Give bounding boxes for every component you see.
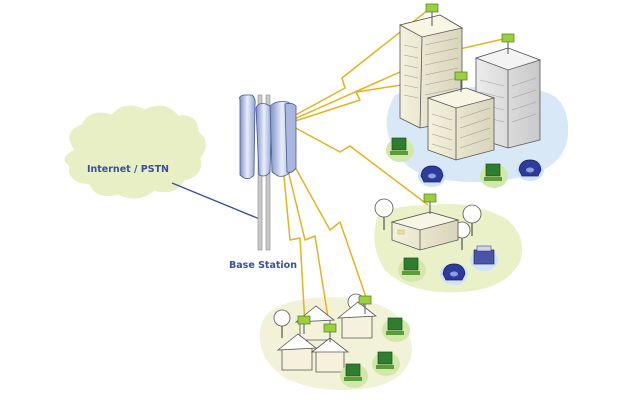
suburban-office (374, 193, 498, 285)
house-icon (276, 333, 318, 371)
house-icon (310, 337, 350, 373)
building-icon (390, 211, 460, 251)
residential-area (273, 293, 410, 388)
base-station: Base Station (229, 94, 297, 271)
link-to-house-2 (284, 157, 331, 331)
desktop-computer-icon (480, 163, 508, 188)
tree-icon (462, 204, 482, 236)
building-icon (426, 87, 496, 161)
desktop-computer-icon (398, 257, 426, 282)
tree-icon (374, 198, 394, 230)
base-station-label: Base Station (229, 260, 297, 271)
link-to-suburban-office (291, 125, 429, 206)
tree-icon (273, 309, 291, 338)
link-to-house-3 (289, 157, 368, 301)
desktop-computer-icon (372, 351, 400, 376)
printer-icon (470, 245, 498, 271)
subscriber-antenna-icon (501, 33, 515, 54)
internet-cloud: Internet / PSTN (64, 105, 206, 199)
desktop-computer-icon (340, 363, 368, 388)
backhaul-link (171, 182, 263, 221)
subscriber-antenna-icon (454, 71, 468, 92)
telephone-icon (418, 165, 446, 187)
cloud-label: Internet / PSTN (87, 164, 169, 175)
desktop-computer-icon (382, 317, 410, 342)
subscriber-antenna-icon (423, 193, 437, 214)
office-campus (386, 3, 544, 188)
subscriber-antenna-icon (297, 315, 311, 334)
link-to-house-1 (281, 154, 306, 326)
subscriber-antenna-icon (358, 295, 372, 314)
link-to-tower-left (289, 9, 429, 119)
desktop-computer-icon (386, 137, 414, 162)
cell-antenna-icon (239, 94, 297, 179)
telephone-icon (440, 263, 468, 285)
subscriber-antenna-icon (425, 3, 439, 26)
telephone-icon (516, 159, 544, 181)
subscriber-antenna-icon (323, 323, 337, 342)
